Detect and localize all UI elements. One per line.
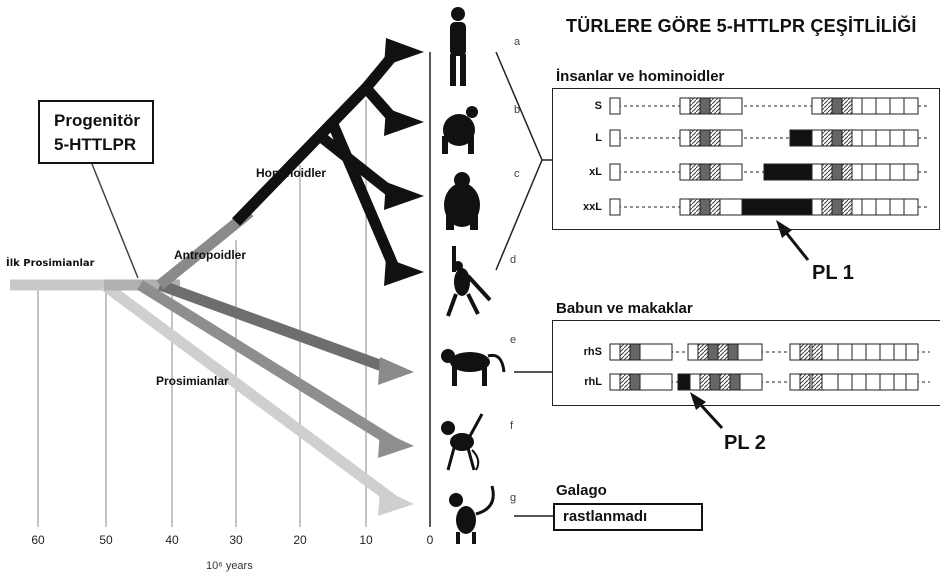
- species-label: e: [510, 334, 516, 346]
- prosimian-branch-arrow: [378, 430, 414, 458]
- progenitor-box: Progenitör 5-HTTLPR: [38, 100, 154, 164]
- time-tick: 20: [285, 533, 315, 547]
- anthropoid-branch-arrow: [378, 357, 414, 385]
- chimpanzee-silhouette-icon: [442, 106, 478, 154]
- species-silhouettes: [441, 7, 504, 544]
- hominoid-group-title: İnsanlar ve hominoidler: [556, 68, 724, 85]
- allele-label: rhL: [572, 376, 602, 388]
- pl2-label: PL 2: [724, 432, 766, 455]
- human-silhouette-icon: [450, 7, 466, 86]
- clade-label-hominoids: Hominoidler: [256, 166, 326, 180]
- pl1-label: PL 1: [812, 262, 854, 285]
- hominoid-branch: [236, 52, 396, 272]
- allele-label: S: [572, 100, 602, 112]
- species-label: a: [514, 36, 520, 48]
- species-label: d: [510, 254, 516, 266]
- allele-label: rhS: [572, 346, 602, 358]
- monkey-silhouette-icon: [441, 414, 482, 470]
- species-label: g: [510, 492, 516, 504]
- time-tick: 0: [415, 533, 445, 547]
- allele-label: L: [572, 132, 602, 144]
- early-stem: [10, 285, 396, 502]
- progenitor-label-line1: Progenitör: [54, 109, 152, 133]
- time-tick: 40: [157, 533, 187, 547]
- allele-label: xL: [572, 166, 602, 178]
- species-label: f: [510, 420, 513, 432]
- time-tick: 50: [91, 533, 121, 547]
- hominoid-panel-connector: [496, 52, 552, 270]
- clade-label-anthropoids: Antropoidler: [174, 248, 246, 262]
- figure-title: TÜRLERE GÖRE 5-HTTLPR ÇEŞİTLİLİĞİ: [566, 16, 917, 37]
- allele-label: xxL: [572, 201, 602, 213]
- time-grid: [38, 100, 366, 527]
- baboon-silhouette-icon: [441, 349, 504, 386]
- baboon-panel: [552, 320, 940, 406]
- gorilla-silhouette-icon: [444, 172, 480, 230]
- progenitor-label-line2: 5-HTTLPR: [54, 133, 152, 157]
- gibbon-silhouette-icon: [448, 246, 490, 316]
- species-label: b: [514, 104, 520, 116]
- clade-label-prosimians: Prosimianlar: [156, 374, 229, 388]
- time-axis-label: 10⁶ years: [206, 560, 253, 572]
- galago-silhouette-icon: [449, 486, 493, 544]
- progenitor-pointer: [92, 164, 138, 278]
- galago-group-title: Galago: [556, 482, 607, 499]
- galago-note-box: rastlanmadı: [553, 503, 703, 531]
- time-tick: 30: [221, 533, 251, 547]
- clade-label-first-prosimians: İlk Prosimianlar: [6, 258, 95, 269]
- hominoid-panel: [552, 88, 940, 230]
- prosimian-branch: [140, 285, 396, 444]
- time-tick: 10: [351, 533, 381, 547]
- species-label: c: [514, 168, 520, 180]
- time-tick: 60: [23, 533, 53, 547]
- galago-note: rastlanmadı: [563, 508, 647, 525]
- galago-branch-arrow: [378, 488, 414, 516]
- baboon-group-title: Babun ve makaklar: [556, 300, 693, 317]
